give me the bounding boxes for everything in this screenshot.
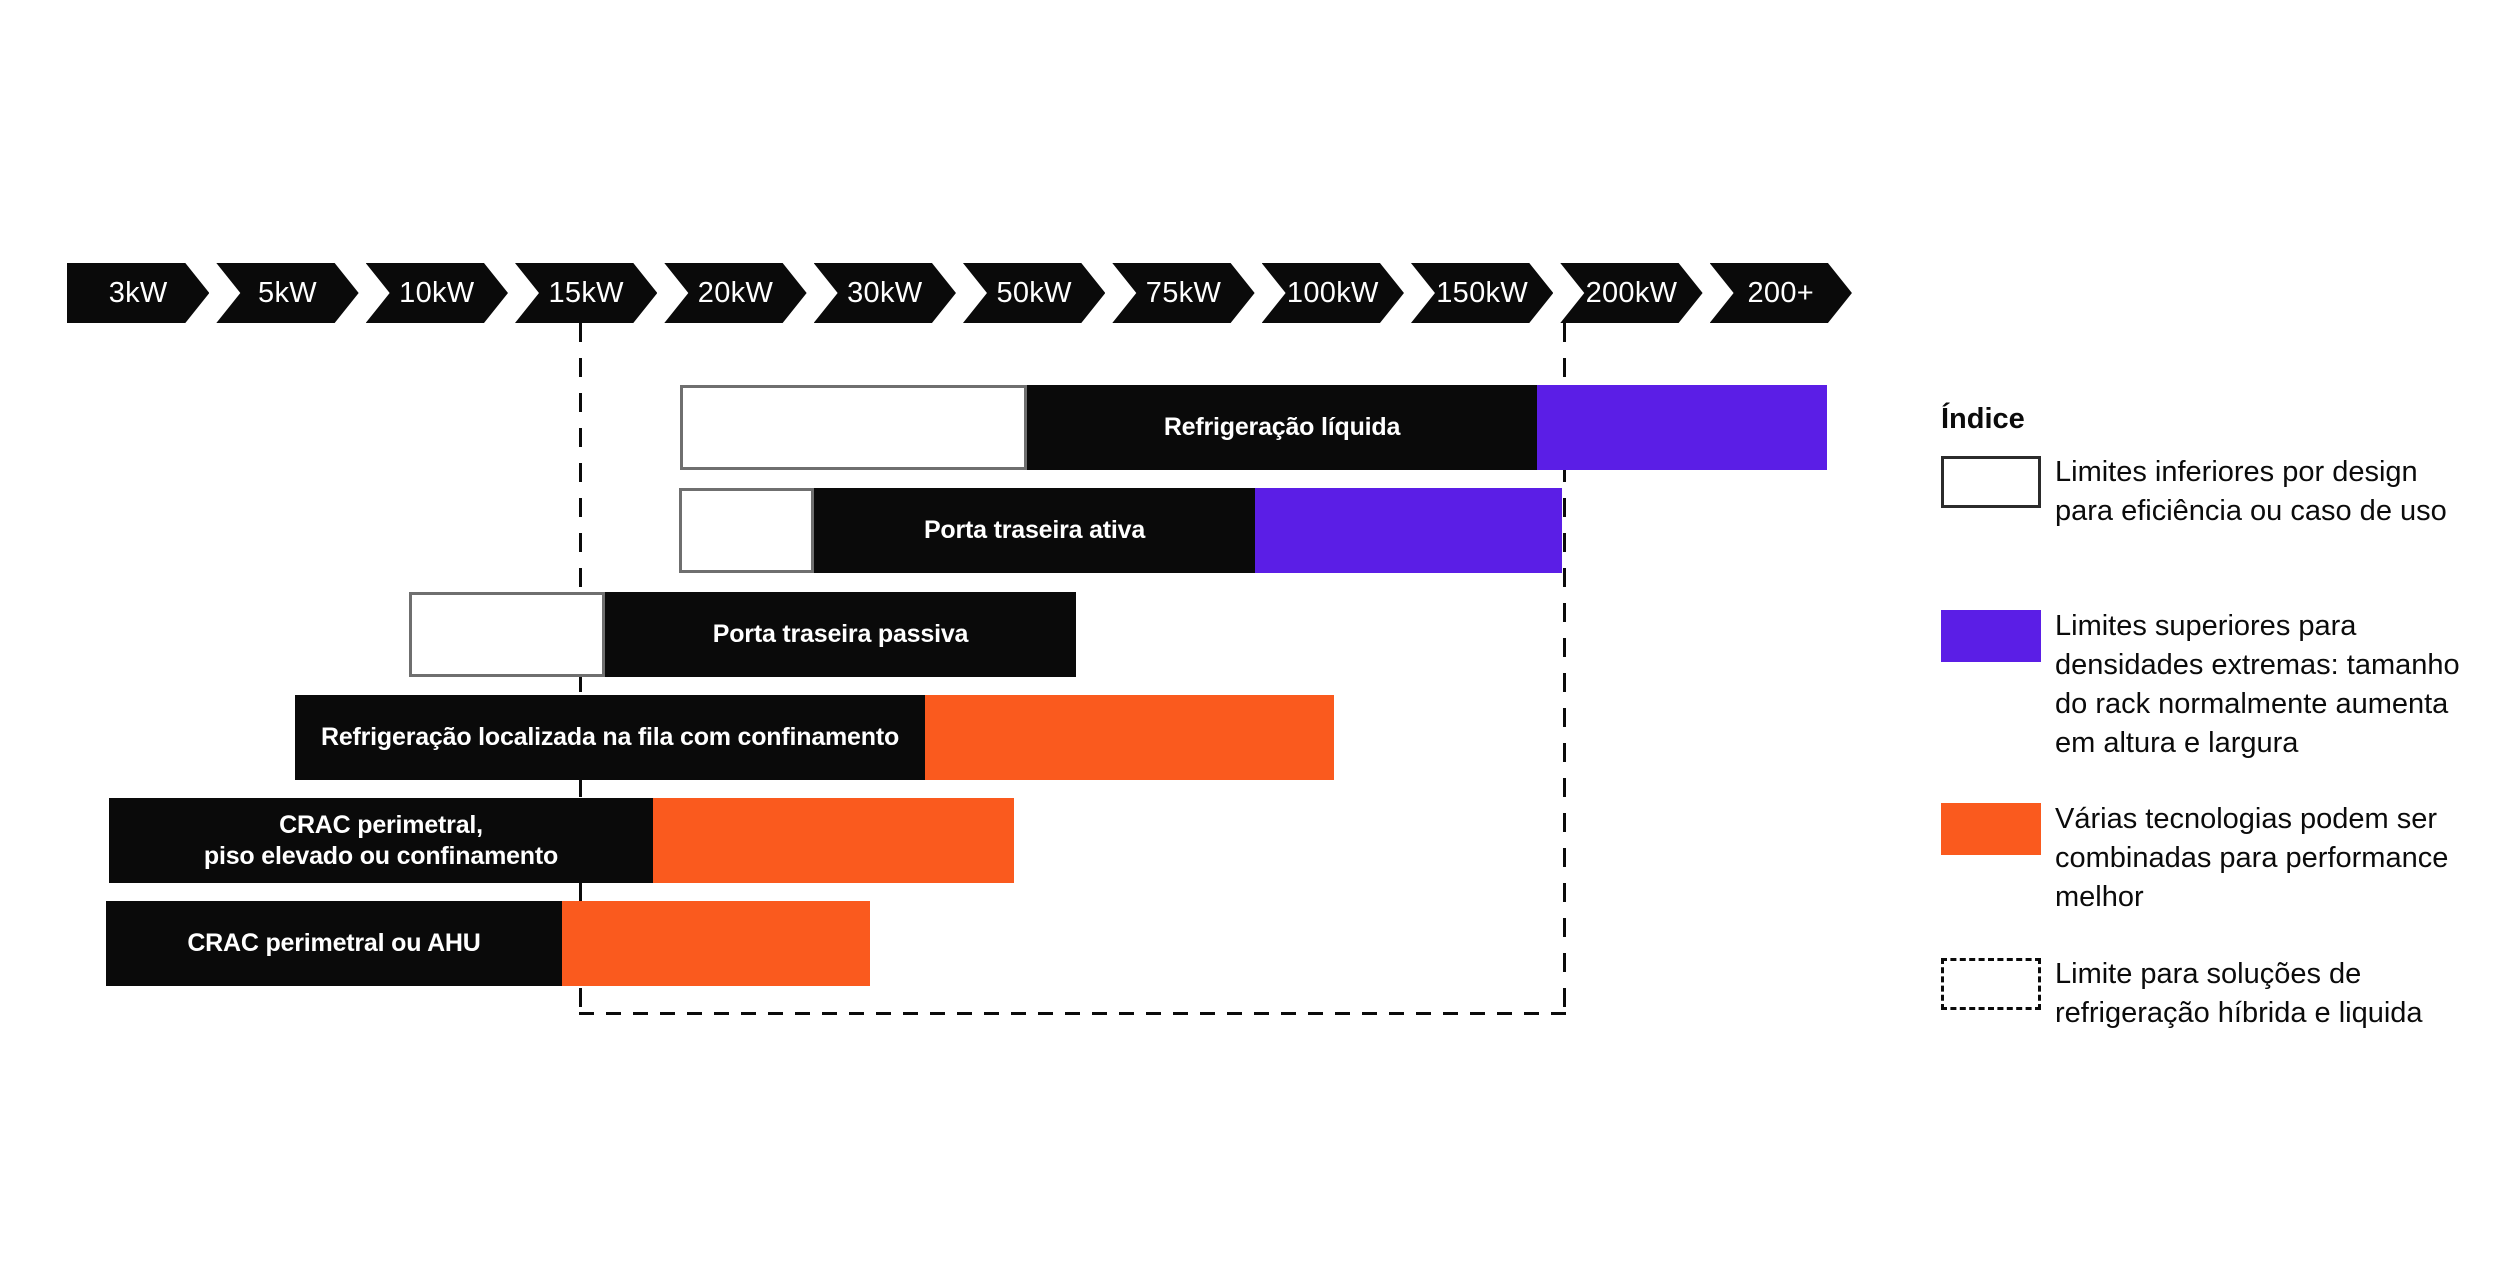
legend-swatch-outline <box>1941 456 2041 508</box>
bar-refrigeracao-localizada-na-fila-segment-main: Refrigeração localizada na fila com conf… <box>295 695 925 780</box>
bar-crac-perimetral-ou-ahu-segment-combo <box>562 901 870 986</box>
bar-porta-traseira-ativa-segment-main: Porta traseira ativa <box>814 488 1255 573</box>
legend: Índice Limites inferiores por design par… <box>1941 403 2500 1029</box>
bar-crac-perimetral-ou-ahu: CRAC perimetral ou AHU <box>106 901 870 986</box>
bar-refrigeracao-liquida-segment-lower <box>680 385 1027 470</box>
legend-swatch-orange <box>1941 803 2041 855</box>
bar-crac-perimetral-piso-elevado-segment-main: CRAC perimetral, piso elevado ou confina… <box>109 798 653 883</box>
axis-segment-15kW: 15kW <box>515 263 657 323</box>
axis-segment-30kW: 30kW <box>814 263 956 323</box>
legend-item-dashed: Limite para soluções de refrigeração híb… <box>1941 955 2423 1033</box>
dashed-zone-vertical-edge <box>1563 323 1566 1015</box>
legend-swatch-purple <box>1941 610 2041 662</box>
legend-item-text: Várias tecnologias podem ser combinadas … <box>2055 803 2449 913</box>
bar-porta-traseira-ativa: Porta traseira ativa <box>679 488 1562 573</box>
legend-item-purple: Limites superiores para densidades extre… <box>1941 607 2460 763</box>
axis-segment-100kW: 100kW <box>1262 263 1404 323</box>
legend-swatch-dashed <box>1941 958 2041 1010</box>
bar-refrigeracao-liquida: Refrigeração líquida <box>680 385 1827 470</box>
axis-segment-150kW: 150kW <box>1411 263 1553 323</box>
legend-item-orange: Várias tecnologias podem ser combinadas … <box>1941 800 2448 917</box>
bar-crac-perimetral-piso-elevado: CRAC perimetral, piso elevado ou confina… <box>109 798 1014 883</box>
legend-item-text: Limites superiores para densidades extre… <box>2055 610 2460 759</box>
bar-refrigeracao-liquida-segment-main: Refrigeração líquida <box>1027 385 1537 470</box>
bar-refrigeracao-localizada-na-fila-segment-combo <box>925 695 1334 780</box>
axis-segment-10kW: 10kW <box>366 263 508 323</box>
axis-segment-50kW: 50kW <box>963 263 1105 323</box>
axis-segment-5kW: 5kW <box>216 263 358 323</box>
bar-porta-traseira-passiva-segment-lower <box>409 592 605 677</box>
axis-segment-75kW: 75kW <box>1112 263 1254 323</box>
axis-segment-20kW: 20kW <box>664 263 806 323</box>
legend-item-text: Limite para soluções de refrigeração híb… <box>2055 958 2423 1029</box>
legend-item-text: Limites inferiores por design para efici… <box>2055 456 2447 527</box>
bar-porta-traseira-passiva-segment-main: Porta traseira passiva <box>605 592 1076 677</box>
bar-refrigeracao-liquida-segment-upper <box>1537 385 1827 470</box>
axis-segment-200+: 200+ <box>1710 263 1852 323</box>
bar-porta-traseira-passiva: Porta traseira passiva <box>409 592 1076 677</box>
bar-refrigeracao-localizada-na-fila: Refrigeração localizada na fila com conf… <box>295 695 1334 780</box>
bar-porta-traseira-ativa-segment-upper <box>1255 488 1562 573</box>
bar-crac-perimetral-ou-ahu-segment-main: CRAC perimetral ou AHU <box>106 901 562 986</box>
legend-title: Índice <box>1941 403 2025 435</box>
bar-porta-traseira-ativa-segment-lower <box>679 488 814 573</box>
dashed-zone-bottom-edge <box>579 1012 1566 1015</box>
axis-segment-200kW: 200kW <box>1560 263 1702 323</box>
legend-item-outline: Limites inferiores por design para efici… <box>1941 453 2447 531</box>
bar-crac-perimetral-piso-elevado-segment-combo <box>653 798 1014 883</box>
axis-segment-3kW: 3kW <box>67 263 209 323</box>
